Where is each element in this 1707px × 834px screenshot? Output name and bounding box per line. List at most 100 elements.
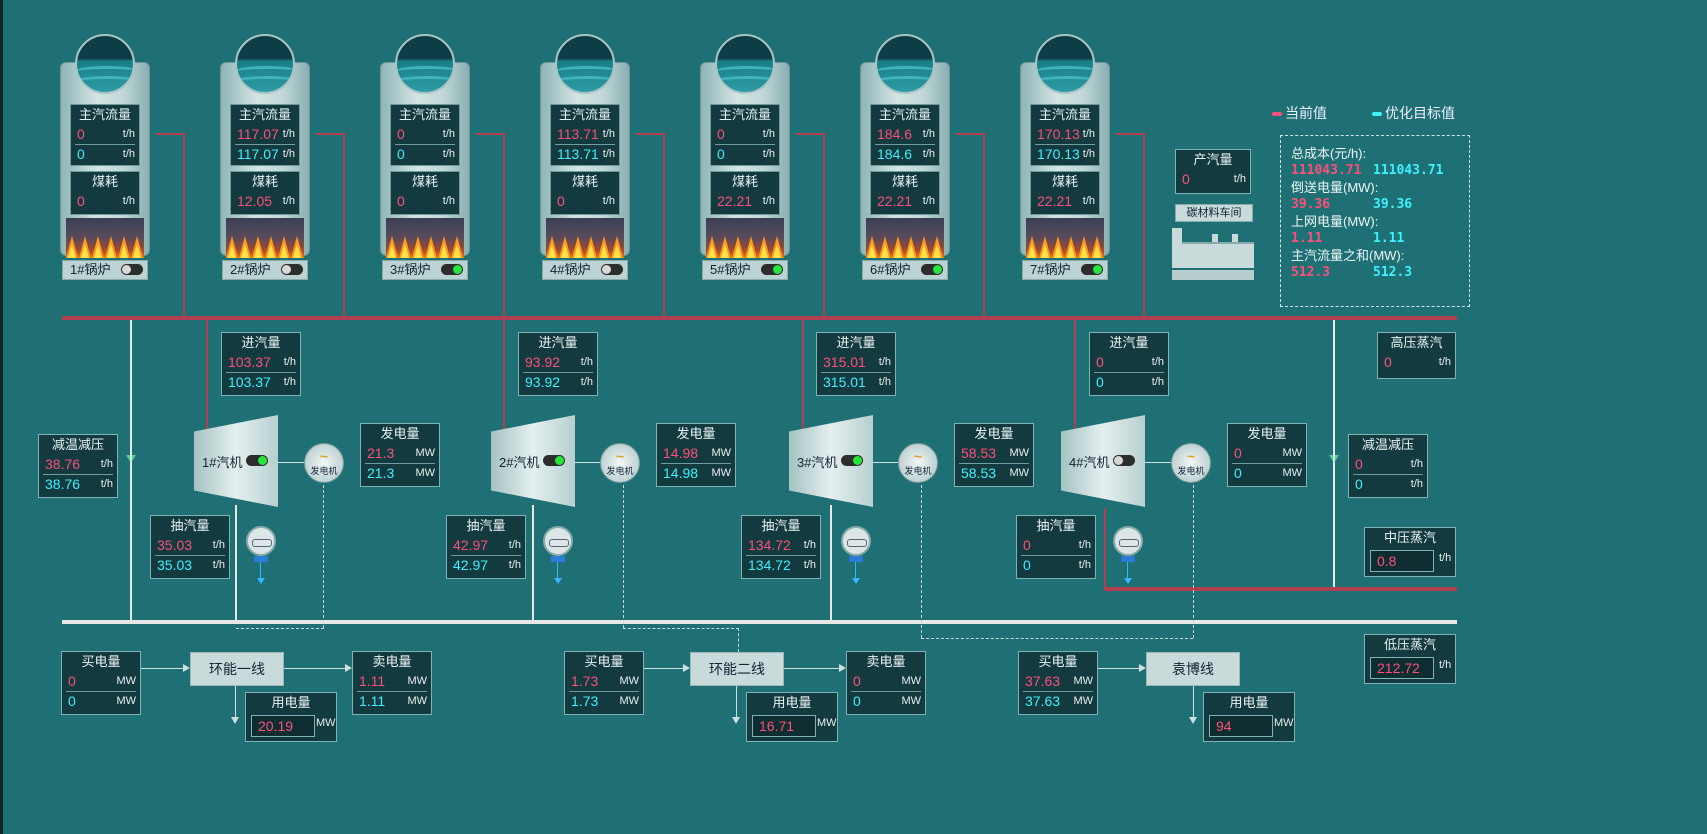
boiler-label: 4#锅炉 xyxy=(542,260,628,280)
furnace-fire-icon xyxy=(226,218,304,258)
current-value: 21.3 xyxy=(367,445,395,461)
valve-icon xyxy=(126,455,136,463)
turbine-toggle[interactable] xyxy=(543,455,565,466)
generator-icon: ~发电机 xyxy=(898,443,938,483)
current-value: 42.97 xyxy=(453,537,489,553)
use-power-input[interactable]: 94 xyxy=(1209,715,1273,737)
box-title: 发电量 xyxy=(974,426,1014,441)
desuper-line-left xyxy=(130,320,132,620)
box-title: 买电量 xyxy=(81,654,121,669)
target-value: 58.53 xyxy=(961,465,997,481)
steam-drum-icon xyxy=(715,34,775,94)
boiler-toggle[interactable] xyxy=(601,264,623,275)
unit: t/h xyxy=(580,376,593,388)
current-value: 0 xyxy=(1096,354,1104,370)
target-value: 42.97 xyxy=(453,557,489,573)
box-title: 发电量 xyxy=(676,426,716,441)
legend-current: 当前值 xyxy=(1272,103,1327,123)
target-value: 0 xyxy=(1234,465,1242,481)
unit: MW xyxy=(1282,467,1302,479)
desuper-line-right xyxy=(1333,320,1335,587)
target-value: 21.3 xyxy=(367,465,395,481)
target-value: 1.73 xyxy=(571,693,599,709)
current-value: 0 xyxy=(68,673,76,689)
pump-icon xyxy=(246,526,276,584)
mid-pressure-input[interactable]: 0.8 xyxy=(1370,550,1434,572)
turbine-feed xyxy=(1074,318,1076,430)
steam-drum-icon xyxy=(1035,34,1095,94)
power-line-box[interactable]: 袁博线 xyxy=(1146,652,1240,686)
box-title: 抽汽量 xyxy=(1036,518,1076,533)
unit: t/h xyxy=(212,539,225,551)
unit: t/h xyxy=(878,356,891,368)
box-title: 抽汽量 xyxy=(466,518,506,533)
furnace-fire-icon xyxy=(1026,218,1104,258)
boiler-label: 2#锅炉 xyxy=(222,260,308,280)
pump-icon xyxy=(1113,526,1143,584)
power-line-box[interactable]: 环能一线 xyxy=(190,652,284,686)
signal-line xyxy=(236,628,324,629)
turbine-toggle[interactable] xyxy=(1113,455,1135,466)
boiler-label: 5#锅炉 xyxy=(702,260,788,280)
target-value: 93.92 xyxy=(525,374,561,390)
target-value: 35.03 xyxy=(157,557,193,573)
boiler-riser xyxy=(156,133,184,135)
boiler-toggle[interactable] xyxy=(281,264,303,275)
unit: MW xyxy=(407,695,427,707)
pump-icon xyxy=(841,526,871,584)
unit: t/h xyxy=(878,376,891,388)
current-value: 0 xyxy=(1023,537,1031,553)
current-value: 315.01 xyxy=(823,354,866,370)
current-value: 58.53 xyxy=(961,445,997,461)
boiler-toggle[interactable] xyxy=(441,264,463,275)
boiler-toggle[interactable] xyxy=(1081,264,1103,275)
use-power-input[interactable]: 16.71 xyxy=(752,715,816,737)
turbine-1: 1#汽机 xyxy=(194,415,278,507)
use-power-input[interactable]: 20.19 xyxy=(251,715,315,737)
box-title: 抽汽量 xyxy=(761,518,801,533)
mid-pressure-header xyxy=(1104,587,1457,591)
unit: t/h xyxy=(1078,539,1091,551)
unit: MW xyxy=(415,467,435,479)
low-pressure-input[interactable]: 212.72 xyxy=(1370,657,1434,679)
unit: MW xyxy=(619,675,639,687)
unit: MW xyxy=(619,695,639,707)
boiler-toggle[interactable] xyxy=(121,264,143,275)
steam-drum-icon xyxy=(395,34,455,94)
boiler-riser xyxy=(636,133,664,135)
extraction-line xyxy=(235,505,237,620)
boiler-toggle[interactable] xyxy=(761,264,783,275)
turbine-toggle[interactable] xyxy=(246,455,268,466)
turbine-toggle[interactable] xyxy=(841,455,863,466)
unit: MW xyxy=(116,695,136,707)
factory-icon xyxy=(1172,228,1254,280)
extraction-line xyxy=(532,505,534,620)
furnace-fire-icon xyxy=(66,218,144,258)
power-line-box[interactable]: 环能二线 xyxy=(690,652,784,686)
generator-icon: ~发电机 xyxy=(1171,443,1211,483)
box-title: 进汽量 xyxy=(836,335,876,350)
current-value: 93.92 xyxy=(525,354,561,370)
unit: t/h xyxy=(1078,559,1091,571)
unit: t/h xyxy=(508,539,521,551)
current-value: 1.73 xyxy=(571,673,599,689)
boiler-label: 6#锅炉 xyxy=(862,260,948,280)
boiler-toggle[interactable] xyxy=(921,264,943,275)
